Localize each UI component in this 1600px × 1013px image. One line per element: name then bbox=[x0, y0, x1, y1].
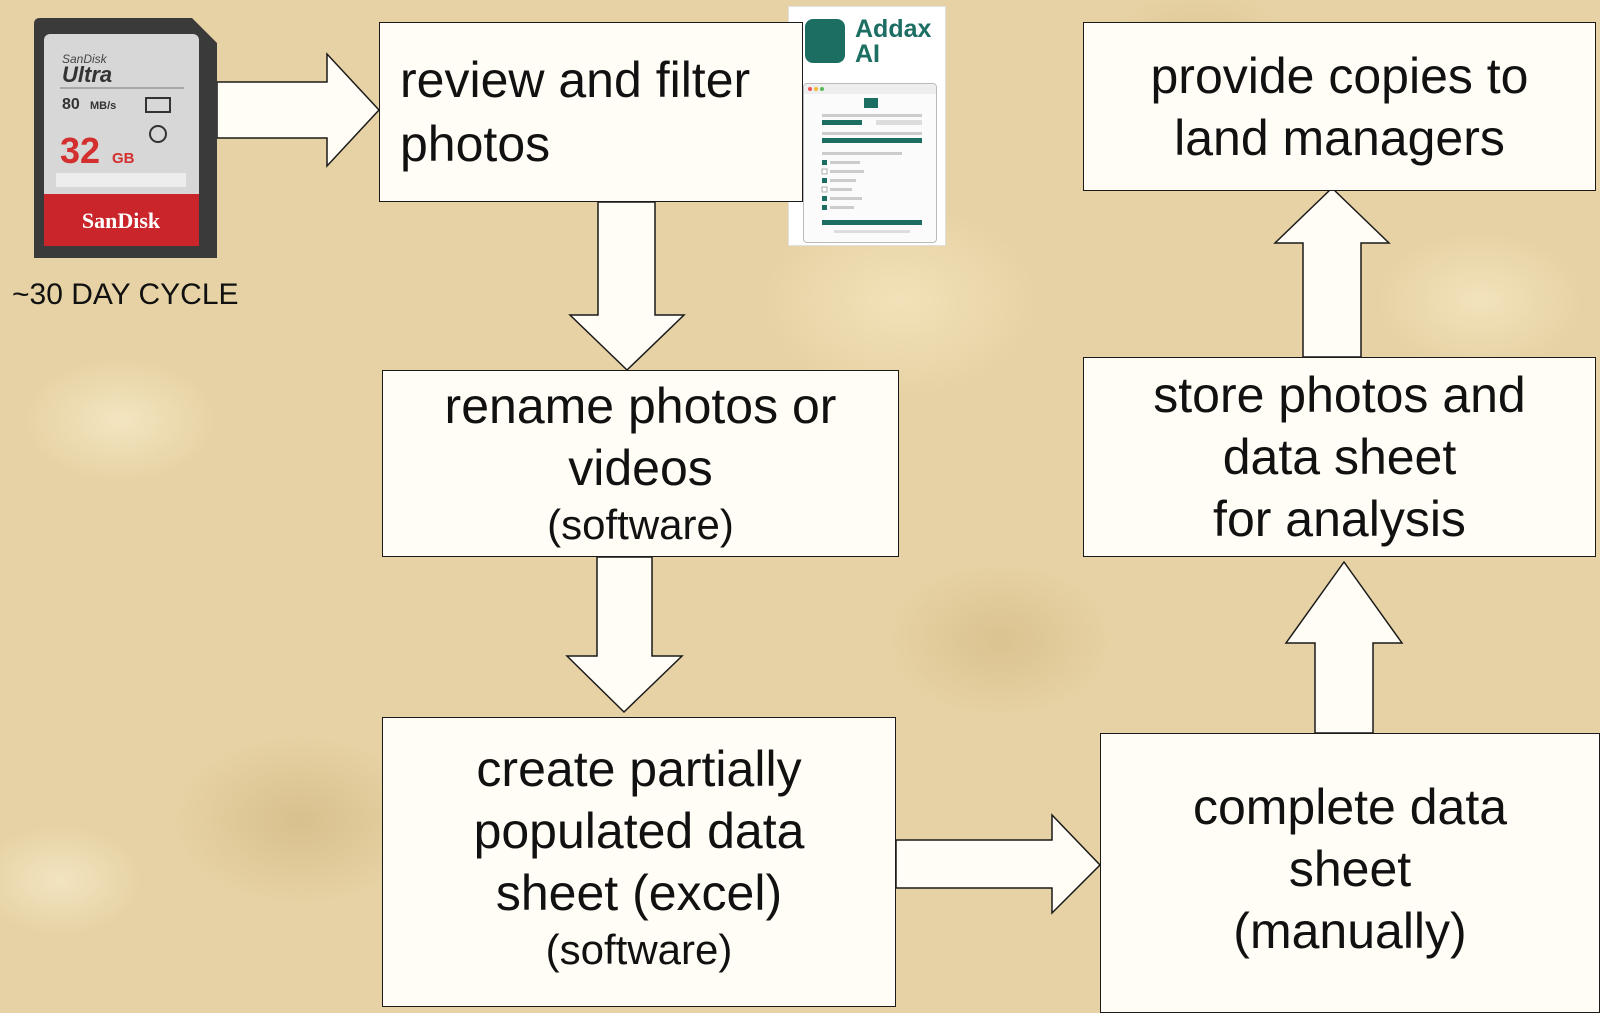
arrow-review-to-rename bbox=[568, 201, 686, 372]
step-create-sub: (software) bbox=[545, 926, 733, 973]
addax-ai-logo: Addax AI bbox=[788, 6, 946, 246]
step-store-line2: data sheet bbox=[1222, 429, 1457, 485]
step-store-line1: store photos and bbox=[1153, 367, 1526, 423]
sd-capacity-unit: GB bbox=[112, 150, 135, 167]
step-rename-photos: rename photos or videos (software) bbox=[382, 370, 899, 557]
step-complete-data-sheet: complete data sheet (manually) bbox=[1100, 733, 1600, 1013]
step-provide-line2: land managers bbox=[1174, 109, 1505, 166]
step-review-filter-photos: review and filter photos bbox=[379, 22, 803, 202]
sd-card-image: SanDisk Ultra 80 MB/s 32 GB SanDisk bbox=[34, 18, 217, 258]
step-store-photos: store photos and data sheet for analysis bbox=[1083, 357, 1596, 557]
sd-model: Ultra bbox=[62, 62, 112, 87]
sd-brand-top: SanDisk bbox=[62, 52, 108, 66]
sd-capacity: 32 bbox=[60, 130, 100, 171]
app-name: Addax AI bbox=[855, 15, 932, 68]
step-create-line3: sheet (excel) bbox=[495, 865, 783, 921]
step-provide-line1: provide copies to bbox=[1150, 47, 1529, 104]
arrow-create-to-complete bbox=[895, 813, 1102, 915]
sd-speed: 80 bbox=[62, 96, 80, 113]
step-create-line1: create partially bbox=[476, 741, 802, 797]
arrow-complete-to-store bbox=[1284, 560, 1404, 734]
step-complete-line1: complete data bbox=[1192, 779, 1508, 835]
step-rename-sub: (software) bbox=[547, 501, 734, 549]
arrow-store-to-provide bbox=[1273, 186, 1391, 358]
step-store-line3: for analysis bbox=[1213, 491, 1466, 547]
sd-speed-unit: MB/s bbox=[90, 100, 116, 112]
arrow-rename-to-create bbox=[565, 556, 684, 714]
step-review-line2: photos bbox=[400, 115, 551, 172]
arrow-sdcard-to-review bbox=[216, 52, 381, 168]
step-complete-line2: sheet bbox=[1288, 841, 1412, 897]
step-rename-line2: videos bbox=[568, 440, 713, 497]
step-review-line1: review and filter bbox=[400, 52, 751, 108]
step-create-data-sheet: create partially populated data sheet (e… bbox=[382, 717, 896, 1007]
step-complete-line3: (manually) bbox=[1233, 903, 1467, 959]
step-provide-copies: provide copies to land managers bbox=[1083, 22, 1596, 191]
sd-brand-bottom: SanDisk bbox=[82, 208, 161, 233]
app-window-thumbnail bbox=[803, 83, 937, 243]
cycle-caption: ~30 DAY CYCLE bbox=[12, 278, 239, 311]
step-create-line2: populated data bbox=[473, 803, 805, 859]
step-rename-line1: rename photos or bbox=[444, 378, 837, 435]
antelope-icon bbox=[805, 19, 845, 63]
